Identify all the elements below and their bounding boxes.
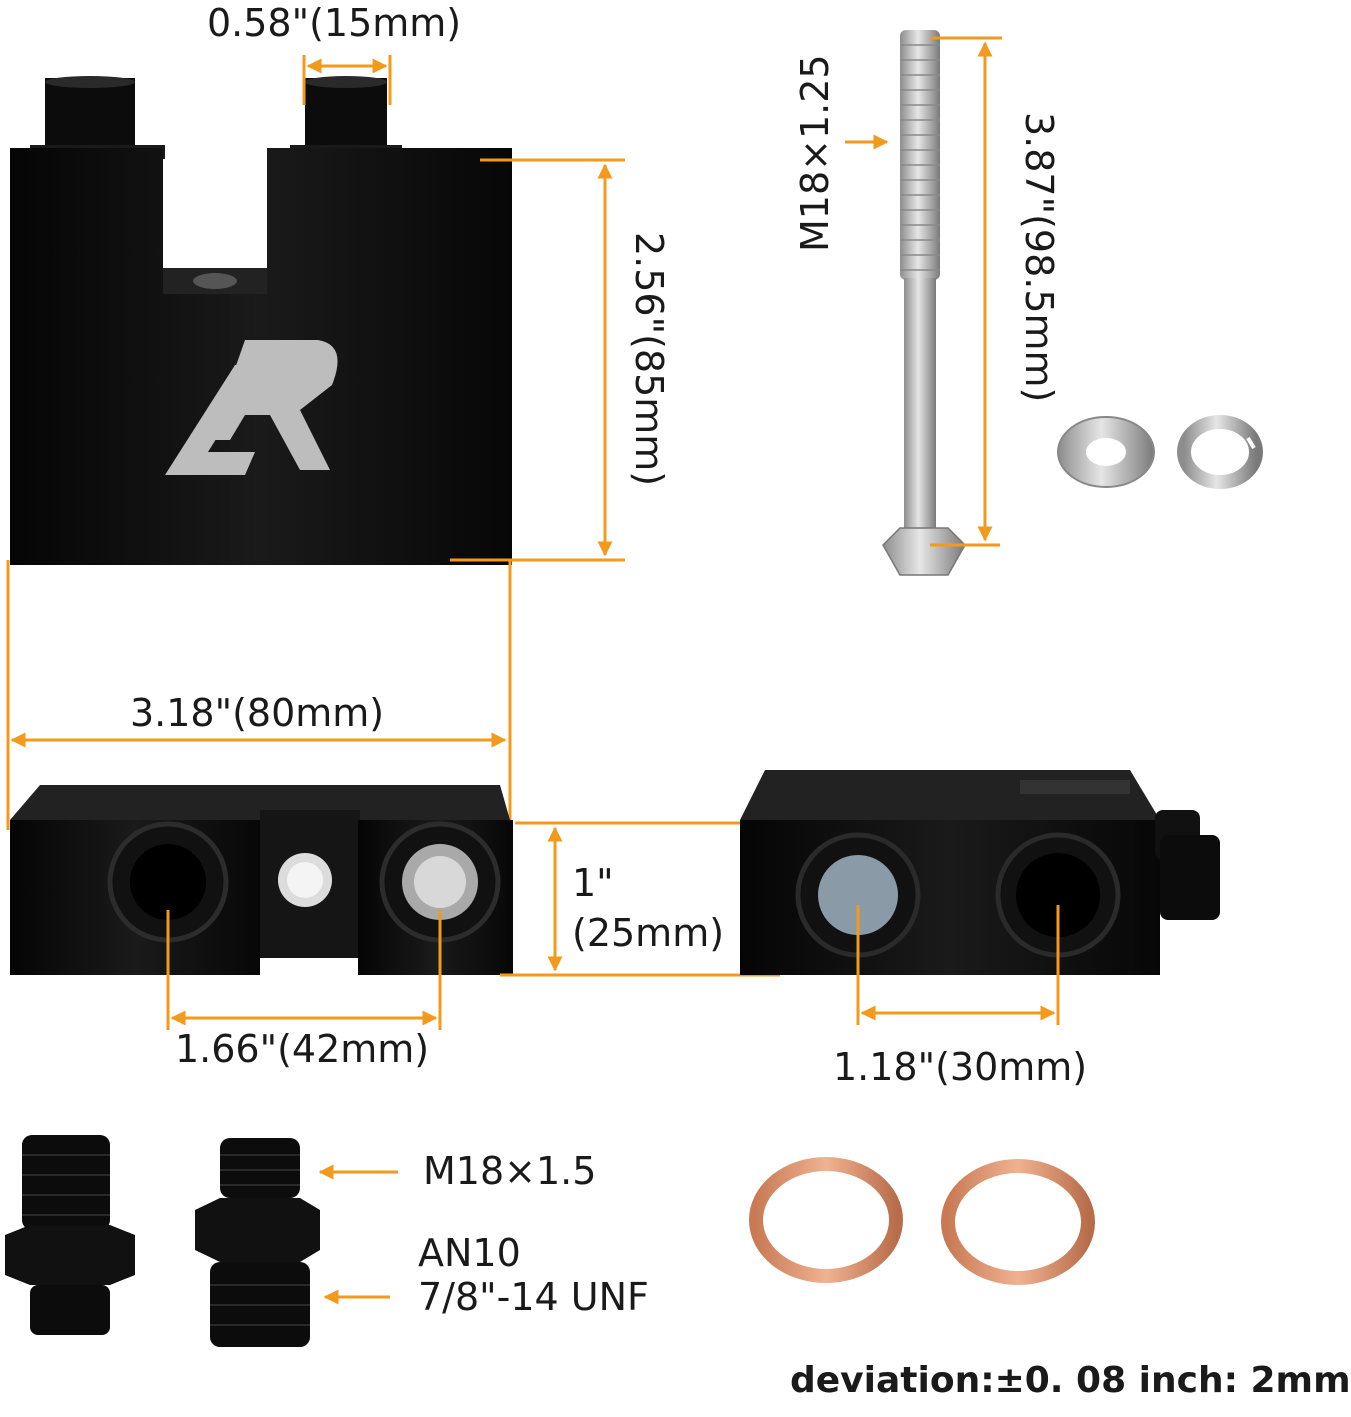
bolt-icon <box>882 30 966 576</box>
side-height-dimension <box>500 821 780 977</box>
copper-washer-icon <box>941 1159 1095 1285</box>
lr-logo-icon <box>165 340 338 475</box>
side-port-spacing-dimension <box>856 905 1060 1025</box>
fitting-unf-label: 7/8"-14 UNF <box>418 1275 649 1319</box>
lock-washer-icon <box>1177 415 1263 489</box>
bolt-length-dimension <box>845 36 1002 547</box>
fitting-arrows <box>318 1164 398 1305</box>
block-width-dimension <box>6 560 512 830</box>
adapter-block-front-icon <box>10 76 512 565</box>
port-width-dimension <box>302 55 392 105</box>
an-fitting-icon <box>195 1138 320 1347</box>
adapter-block-bottom-icon <box>10 785 513 975</box>
product-diagram <box>5 30 1263 1347</box>
an-fitting-icon <box>5 1135 135 1335</box>
fitting-an-label: AN10 <box>418 1231 521 1275</box>
block-height-dimension <box>450 158 625 562</box>
bolt-thread-label: M18×1.25 <box>793 54 837 252</box>
copper-washer-icon <box>749 1157 903 1283</box>
bolt-length-label: 3.87"(98.5mm) <box>1017 112 1061 403</box>
front-port-spacing-label: 1.66"(42mm) <box>175 1027 430 1071</box>
side-port-spacing-label: 1.18"(30mm) <box>833 1045 1088 1089</box>
port-width-label: 0.58"(15mm) <box>207 1 462 45</box>
front-port-spacing-dimension <box>166 910 442 1030</box>
block-width-label: 3.18"(80mm) <box>130 691 385 735</box>
side-height-label-line2: (25mm) <box>572 911 725 955</box>
block-height-label: 2.56"(85mm) <box>627 232 671 487</box>
deviation-note: deviation:±0. 08 inch: 2mm <box>790 1360 1351 1401</box>
adapter-block-side-icon <box>740 770 1220 975</box>
side-height-label-line1: 1" <box>572 861 614 905</box>
flat-washer-icon <box>1057 416 1155 488</box>
fitting-metric-thread-label: M18×1.5 <box>423 1149 597 1193</box>
